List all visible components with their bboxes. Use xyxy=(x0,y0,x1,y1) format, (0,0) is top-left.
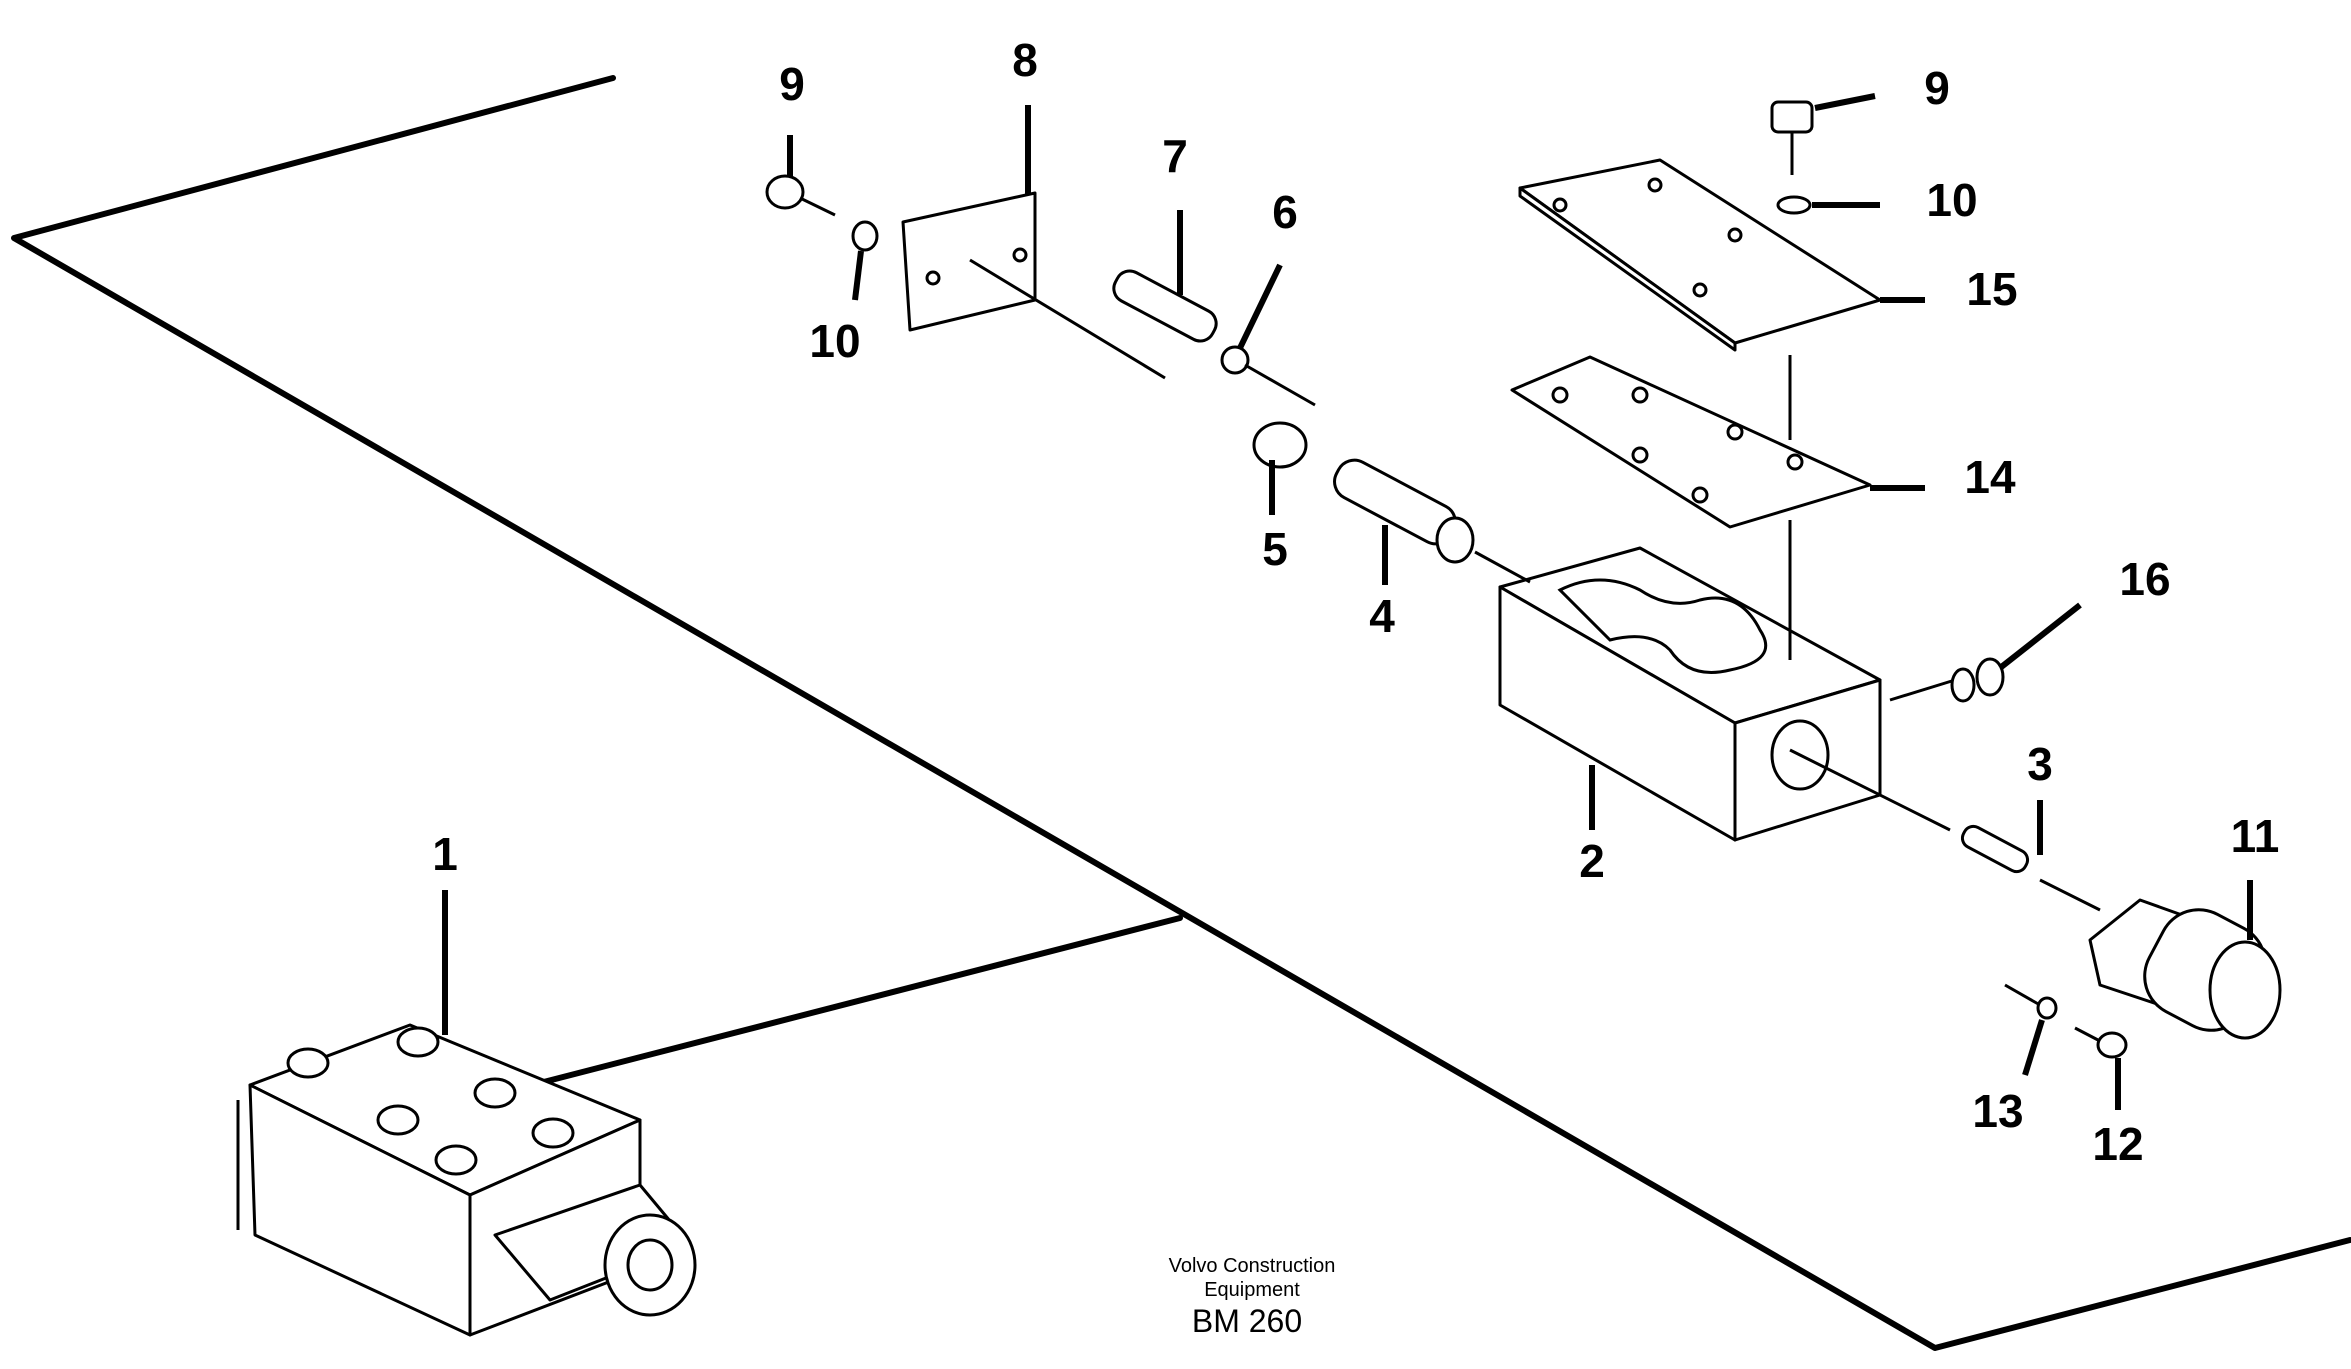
part-3-plunger xyxy=(1960,824,2030,874)
callout-16: 16 xyxy=(2119,553,2170,605)
callout-1: 1 xyxy=(432,828,458,880)
part-15-top-cover xyxy=(1518,158,1882,352)
callout-4: 4 xyxy=(1369,590,1395,642)
part-8-cover-plate xyxy=(901,191,1037,332)
part-9-bolt-left xyxy=(765,174,836,217)
callout-labels: 1 2 3 4 5 6 7 8 9 9 10 10 11 12 13 14 15… xyxy=(432,34,2279,1170)
callout-10-left: 10 xyxy=(809,315,860,367)
part-9-bolt-top xyxy=(1770,100,1814,175)
callout-13: 13 xyxy=(1972,1085,2023,1137)
part-13-washer xyxy=(2036,996,2058,1020)
callout-12: 12 xyxy=(2092,1118,2143,1170)
callout-5: 5 xyxy=(1262,523,1288,575)
part-7-pin xyxy=(1112,269,1218,343)
leader-lines xyxy=(442,93,2253,1110)
callout-3: 3 xyxy=(2027,738,2053,790)
callout-9-left: 9 xyxy=(779,58,805,110)
background-plane xyxy=(11,75,2351,1351)
callout-7: 7 xyxy=(1162,130,1188,182)
footer: Volvo Construction Equipment BM 260 xyxy=(1169,1255,1336,1339)
part-10-washers xyxy=(851,195,1812,252)
footer-company-line-2: Equipment xyxy=(1204,1279,1300,1301)
callout-6: 6 xyxy=(1272,186,1298,238)
footer-drawing-code: BM 260 xyxy=(1192,1303,1302,1339)
part-1-valve-assembly xyxy=(236,1023,697,1337)
part-6-ball xyxy=(1220,345,1250,375)
assembly-axis xyxy=(969,258,2101,1007)
part-12-screw xyxy=(2074,1026,2128,1059)
callout-9-right: 9 xyxy=(1924,62,1950,114)
part-16-orings xyxy=(1950,657,2005,703)
part-14-gasket xyxy=(1510,355,1872,529)
callout-2: 2 xyxy=(1579,835,1605,887)
callout-10-right: 10 xyxy=(1926,174,1977,226)
callout-11: 11 xyxy=(2231,810,2280,862)
callout-15: 15 xyxy=(1966,263,2017,315)
footer-company-line-1: Volvo Construction xyxy=(1169,1255,1336,1277)
part-2-valve-block xyxy=(1498,546,1882,842)
part-11-solenoid xyxy=(2088,898,2282,1040)
part-5-plug xyxy=(1252,421,1308,469)
callout-14: 14 xyxy=(1964,451,2016,503)
part-4-spool xyxy=(1333,458,1475,564)
callout-8: 8 xyxy=(1012,34,1038,86)
